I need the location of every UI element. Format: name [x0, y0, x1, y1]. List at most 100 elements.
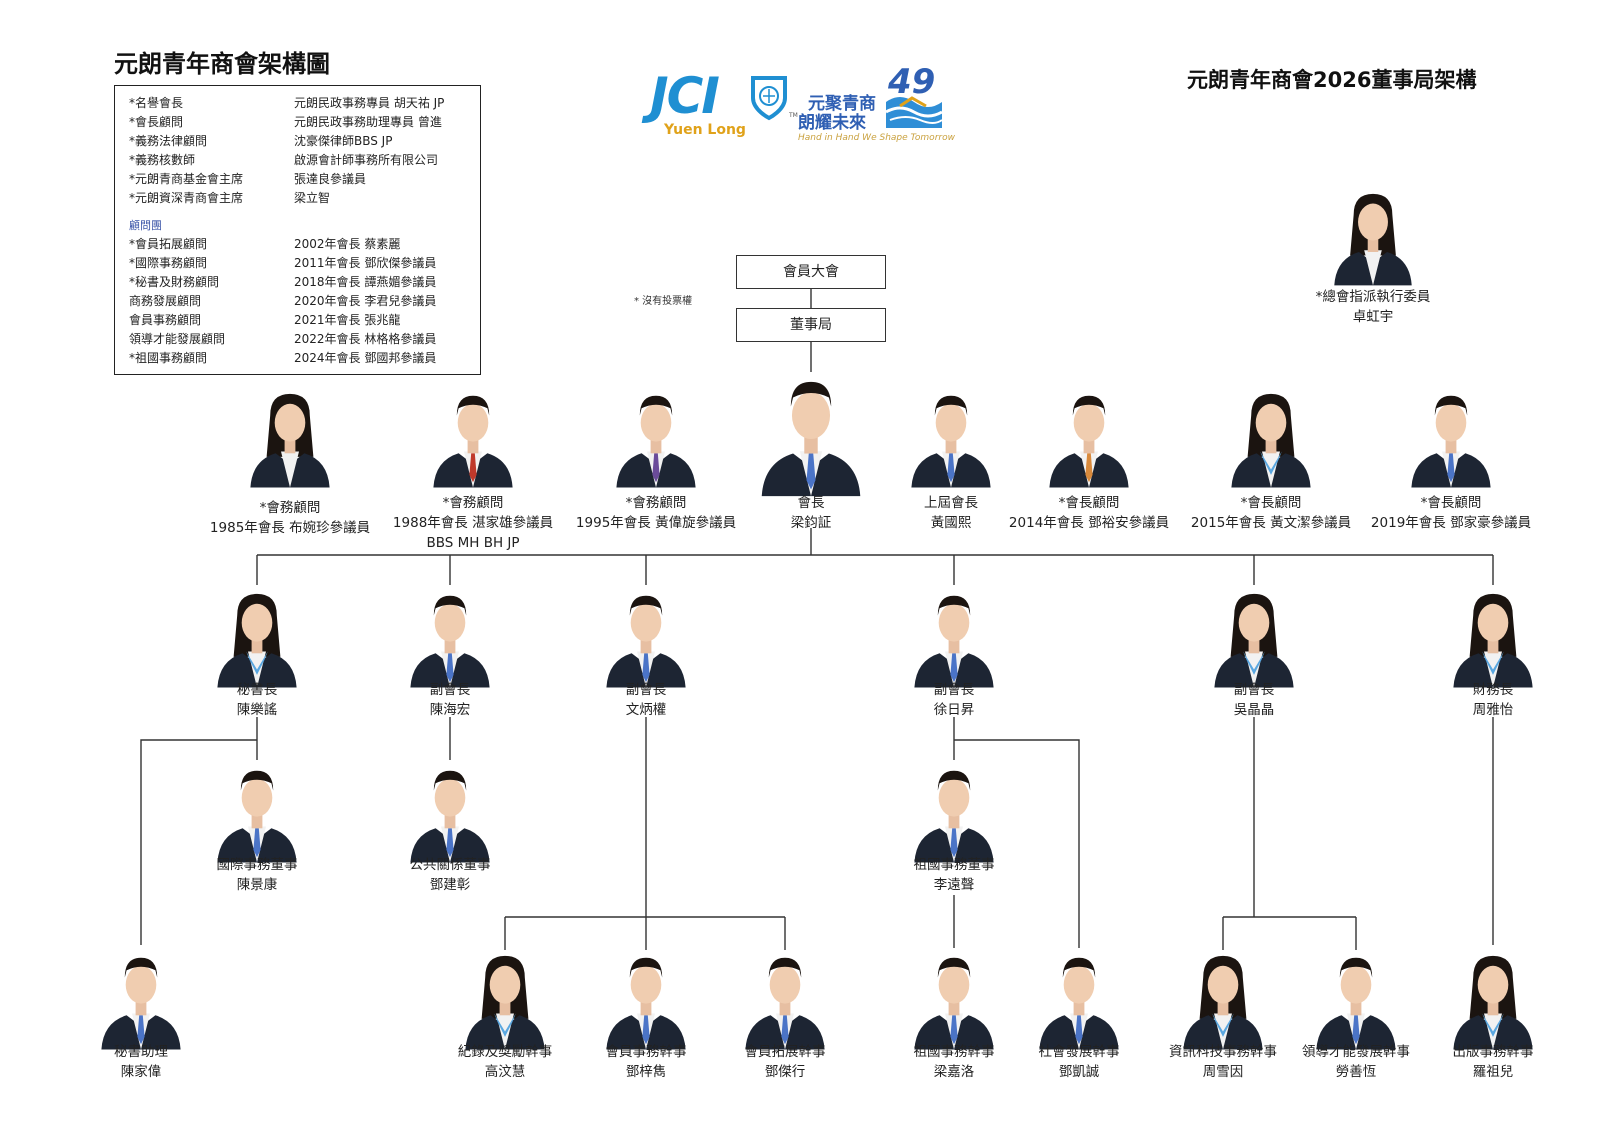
honorary-role: *義務核數師	[129, 153, 196, 167]
anniversary-emblem-icon	[885, 96, 943, 128]
row4-caption: 領導才能發展幹事勞善恆	[1302, 1042, 1410, 1082]
jci-shield-icon	[751, 76, 787, 121]
portrait-photo	[101, 957, 181, 1050]
row4-caption: 社會發展幹事鄧凱誠	[1039, 1042, 1120, 1082]
caption-line: 2014年會長 鄧裕安參議員	[1008, 515, 1170, 531]
caption-line: 2019年會長 鄧家豪參議員	[1370, 515, 1532, 531]
slogan-en: Hand in Hand We Shape Tomorrow	[798, 133, 955, 143]
portrait-photo	[761, 381, 861, 497]
caption-line: *會務顧問	[259, 500, 321, 516]
caption-line: *總會指派執行委員	[1315, 289, 1431, 305]
board-title: 元朗青年商會2026董事局架構	[1187, 68, 1477, 92]
caption-line: 領導才能發展幹事	[1302, 1044, 1410, 1060]
caption-line: 黃國熙	[930, 515, 972, 531]
portrait-photo	[914, 770, 994, 863]
chart-title: 元朗青年商會架構圖	[114, 50, 330, 78]
advisor-role: *祖國事務顧問	[129, 351, 208, 365]
caption-line: *會長顧問	[1058, 495, 1120, 511]
advisor-row: *會員拓展顧問 2002年會長 蔡素麗	[129, 235, 400, 252]
portrait-photo	[911, 395, 991, 488]
portrait-photo	[1183, 955, 1263, 1050]
portrait-photo	[1039, 957, 1119, 1050]
row4-caption: 會員拓展幹事鄧傑行	[745, 1042, 826, 1082]
caption-line: 文炳權	[625, 702, 667, 718]
advisor-row: 會員事務顧問 2021年會長 張兆龍	[129, 311, 400, 328]
portrait-photo	[1049, 395, 1129, 488]
caption-line: 李遠聲	[933, 877, 975, 893]
portrait-photo	[606, 595, 686, 688]
caption-line: 紀錄及獎勵幹事	[457, 1044, 553, 1060]
caption-line: 祖國事務董事	[913, 857, 995, 873]
honorary-row: *元朗資深青商會主席梁立智	[129, 189, 330, 206]
logo-jci-text: JCI	[650, 67, 720, 125]
row3-caption: 公共關係董事鄧建彰	[410, 855, 491, 895]
row4-caption: 秘書助理陳家偉	[114, 1042, 168, 1082]
advisor-name: 2022年會長 林格格參議員	[294, 332, 437, 346]
honorary-name: 元朗民政事務專員 胡天祐 JP	[294, 96, 445, 110]
honorary-row: *會長顧問 元朗民政事務助理專員 曾進	[129, 113, 442, 130]
honorary-role: *元朗青商基金會主席	[129, 172, 244, 186]
row4-caption: 出版事務幹事羅祖兒	[1453, 1042, 1534, 1082]
row3-caption: 國際事務董事陳景康	[217, 855, 298, 895]
row2-caption: 秘書長陳樂謠	[237, 680, 278, 720]
honorary-role: *會長顧問	[129, 115, 184, 129]
honorary-box: *名譽會長 元朗民政事務專員 胡天祐 JP *會長顧問 元朗民政事務助理專員 曾進 *義…	[114, 85, 481, 375]
portrait-photo	[606, 957, 686, 1050]
caption-line: 鄧凱誠	[1058, 1064, 1100, 1080]
portrait-photo	[745, 957, 825, 1050]
row4-caption: 祖國事務幹事梁嘉洛	[914, 1042, 995, 1082]
caption-line: *會務顧問	[442, 495, 504, 511]
row2-caption: 副會長吳晶晶	[1234, 680, 1275, 720]
advisor-role: 領導才能發展顧問	[129, 332, 226, 346]
caption-line: 卓虹宇	[1352, 309, 1394, 325]
caption-line: 副會長	[429, 682, 471, 698]
advisor-role: *國際事務顧問	[129, 256, 208, 270]
logo-tm: TM	[789, 112, 798, 119]
caption-line: 上屆會長	[924, 495, 978, 511]
honorary-row: *義務法律顧問 沈豪傑律師BBS JP	[129, 132, 392, 149]
honorary-name: 元朗民政事務助理專員 曾進	[294, 115, 442, 129]
portrait-photo	[1214, 593, 1294, 688]
advisor-name: 2002年會長 蔡素麗	[294, 237, 401, 251]
jci-logo: JCI Yuen Long TM 元聚青商 朗耀未來 Hand in Hand …	[646, 62, 956, 148]
portrait-photo	[1453, 593, 1533, 688]
caption-line: 副會長	[1233, 682, 1275, 698]
portrait-photo	[1316, 957, 1396, 1050]
row4-caption: 資訊科技事務幹事周雪因	[1169, 1042, 1277, 1082]
honorary-role: *元朗資深青商會主席	[129, 191, 244, 205]
honorary-row: *元朗青商基金會主席張達良參議員	[129, 170, 366, 187]
portrait-photo	[250, 393, 330, 488]
row1-caption: 上屆會長黃國熙	[924, 493, 978, 533]
honorary-name: 沈豪傑律師BBS JP	[294, 134, 393, 148]
honorary-row: *名譽會長 元朗民政事務專員 胡天祐 JP	[129, 94, 444, 111]
caption-line: 梁鈞証	[790, 515, 832, 531]
advisor-role: 會員事務顧問	[129, 313, 202, 327]
caption-line: 會長	[797, 495, 825, 511]
caption-line: 出版事務幹事	[1452, 1044, 1534, 1060]
advisor-row: 領導才能發展顧問 2022年會長 林格格參議員	[129, 330, 436, 347]
portrait-photo	[217, 593, 297, 688]
caption-line: 社會發展幹事	[1038, 1044, 1120, 1060]
row4-caption: 會員事務幹事鄧梓雋	[606, 1042, 687, 1082]
caption-line: *會務顧問	[625, 495, 687, 511]
advisor-name: 2021年會長 張兆龍	[294, 313, 401, 327]
caption-line: 公共關係董事	[409, 857, 491, 873]
advisor-role: *會員拓展顧問	[129, 237, 208, 251]
caption-line: 陳海宏	[429, 702, 471, 718]
caption-line: 會員拓展幹事	[744, 1044, 826, 1060]
portrait-photo	[914, 957, 994, 1050]
honorary-role: *義務法律顧問	[129, 134, 208, 148]
advisor-name: 2020年會長 李君兒參議員	[294, 294, 437, 308]
honorary-role: *名譽會長	[129, 96, 184, 110]
caption-line: 副會長	[933, 682, 975, 698]
row2-caption: 財務長周雅怡	[1473, 680, 1514, 720]
no-vote-note: * 沒有投票權	[634, 296, 693, 307]
